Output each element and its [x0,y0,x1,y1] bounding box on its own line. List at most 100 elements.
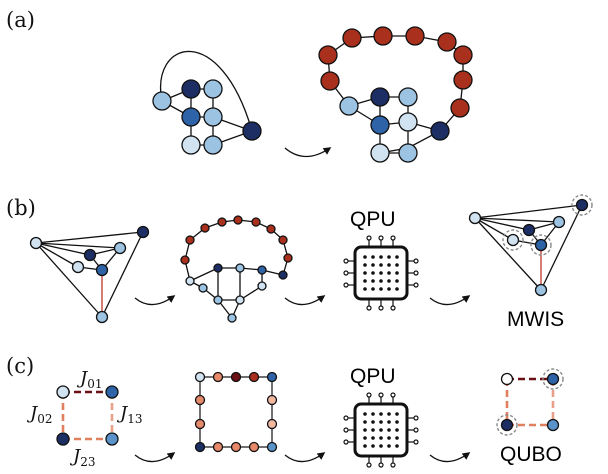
graph-node [227,313,237,323]
graph-node [370,115,390,135]
graph-node [373,26,393,46]
arrow-a [284,147,332,158]
selected-ring [571,194,593,216]
grid-node [230,371,242,383]
coupling-label: J13 [116,403,143,426]
graph-node [198,283,208,293]
graph-node [180,255,190,265]
panel-a-source-graph [152,50,262,155]
graph-node [398,112,418,132]
graph-node [152,91,172,111]
qubo-node [105,385,119,399]
graph-node [339,96,359,116]
panel-b: (b) [6,194,593,331]
graph-node [213,295,223,305]
grid-node [266,371,278,383]
grid-node [266,394,278,406]
panel-b-triangle-graph [29,225,150,324]
selected-ring [502,229,524,251]
graph-node [213,263,223,273]
graph-node [278,270,288,280]
arrow-b1 [134,295,176,306]
selected-ring [542,368,564,390]
graph-node [552,215,566,229]
graph-node [181,135,201,155]
graph-node [370,87,390,107]
graph-node [318,45,338,65]
grid-node [212,441,224,453]
graph-node [251,217,261,227]
panel-c-qubo-graph: J01 J02 J13 J23 [26,368,143,469]
graph-node [534,283,548,297]
graph-node [200,223,210,233]
graph-node [235,263,245,273]
graph-node [95,263,109,277]
graph-node [71,260,85,274]
qubo-label: QUBO [500,443,562,466]
arrow-b2 [284,295,326,306]
graph-node [217,217,227,227]
graph-node [185,235,195,245]
panel-a-label: (a) [6,8,35,32]
graph-node [83,248,97,262]
graph-node [95,310,109,324]
panel-b-embedded-graph [180,215,293,323]
qubo-node [546,372,560,386]
panel-b-label: (b) [6,196,36,220]
qpu-label: QPU [350,208,396,231]
graph-node [405,26,425,46]
arrow-c1 [134,452,176,463]
coupling-label: J01 [76,368,103,391]
arrow-c3 [429,452,471,463]
graph-node [203,79,223,99]
grid-node [194,441,206,453]
graph-node [185,276,195,286]
selected-ring [496,414,518,436]
qubo-node [105,432,119,446]
graph-node [235,295,245,305]
graph-node [233,215,243,225]
qubo-node [500,418,514,432]
graph-node [342,28,362,48]
graph-node [203,135,223,155]
qpu-label: QPU [350,365,396,388]
graph-node [181,79,201,99]
graph-node [203,107,223,127]
graph-node [430,121,450,141]
grid-node [212,371,224,383]
grid-node [266,441,278,453]
coupling-label: J23 [69,446,96,469]
panel-a: (a) [6,8,473,163]
graph-node [266,224,276,234]
grid-node [230,441,242,453]
arrow-c2 [284,452,326,463]
grid-node [194,371,206,383]
graph-node [468,211,482,225]
graph-node [398,87,418,107]
graph-node [534,238,548,252]
graph-node [278,235,288,245]
graph-node [257,281,267,291]
panel-c: (c) J01 J02 J13 J23 [6,354,564,469]
qpu-chip-icon: QPU [343,365,419,468]
graph-node [370,143,390,163]
arrow-b3 [429,295,471,306]
graph-node [506,233,520,247]
qubo-node [56,385,70,399]
grid-node [266,418,278,430]
graph-node [29,236,43,250]
graph-node [242,121,262,141]
graph-node [453,45,473,65]
long-edge [160,50,253,132]
mwis-label: MWIS [507,308,564,331]
coupling-label: J02 [26,403,53,426]
panel-b-solution-graph: MWIS [468,194,593,331]
panel-c-label: (c) [6,354,34,378]
graph-node [437,32,457,52]
graph-node [283,253,293,263]
graph-node [453,70,473,90]
qubo-node [56,432,70,446]
graph-node [398,143,418,163]
graph-node [522,223,536,237]
